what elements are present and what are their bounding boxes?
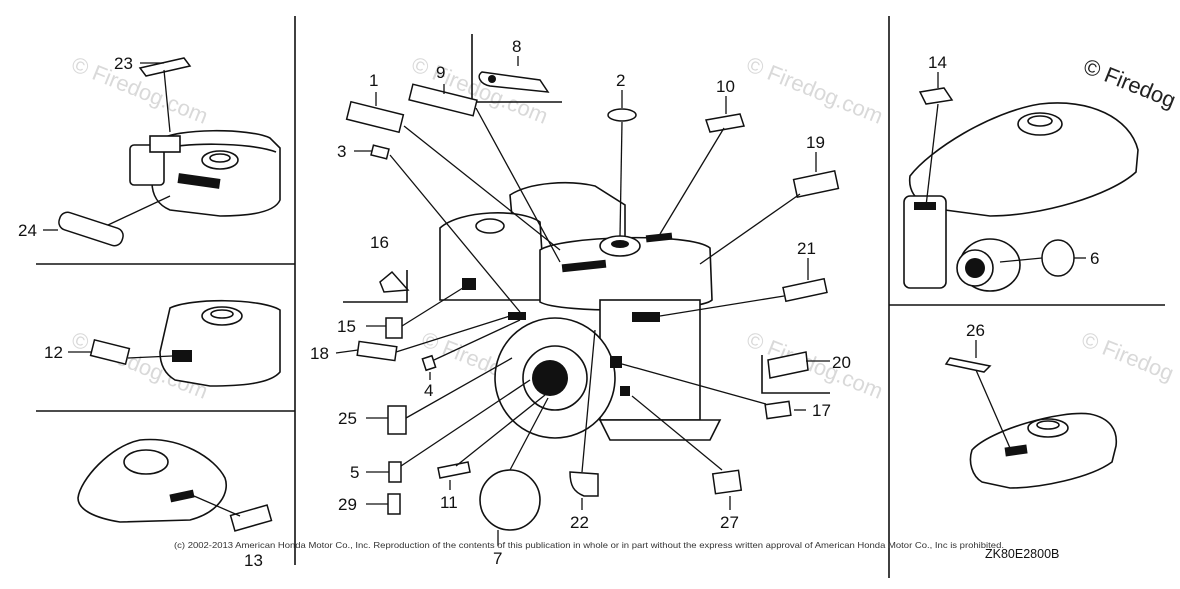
panel-frames [36, 16, 1165, 578]
label-13-shape [229, 504, 273, 532]
callout-25: 25 [338, 409, 357, 428]
callout-27: 27 [720, 513, 739, 532]
callout-26: 26 [966, 321, 985, 340]
label-4-shape [421, 354, 437, 372]
fuel-tank-bottom-right [944, 340, 1118, 489]
callout-21: 21 [797, 239, 816, 258]
label-1-shape [345, 100, 405, 134]
label-17-shape [764, 400, 792, 420]
callout-22: 22 [570, 513, 589, 532]
label-10-shape [705, 113, 745, 133]
callout-10: 10 [716, 77, 735, 96]
callout-1: 1 [369, 71, 378, 90]
label-8-shape [478, 71, 550, 93]
label-18-shape [356, 340, 398, 362]
watermark-partial: © Firedog [1078, 326, 1177, 385]
callout-4: 4 [424, 381, 433, 400]
drawing-code: ZK80E2800B [985, 547, 1059, 561]
callout-24: 24 [18, 221, 37, 240]
label-25-shape [387, 405, 407, 435]
watermark: © Firedog.com [743, 326, 886, 403]
tank-cover-bottom-left [77, 438, 273, 532]
label-21-shape [782, 277, 828, 303]
callout-14: 14 [928, 53, 947, 72]
callout-2: 2 [616, 71, 625, 90]
callout-29: 29 [338, 495, 357, 514]
callout-8: 8 [512, 37, 521, 56]
label-15-shape [385, 317, 403, 339]
fuel-tank-top-left [43, 57, 281, 247]
callout-7: 7 [493, 549, 502, 568]
label-29-shape [387, 493, 401, 515]
watermark: © Firedog.com [743, 51, 886, 128]
label-16-shape [379, 270, 410, 293]
label-22-shape [569, 471, 599, 497]
label-12-shape [89, 338, 131, 366]
center-labels [345, 71, 840, 531]
callout-9: 9 [436, 63, 445, 82]
callout-numbers: 1 2 3 4 5 6 7 8 9 10 11 12 13 14 15 16 1… [18, 37, 1099, 570]
gasket-7-shape [479, 469, 541, 531]
label-20-shape [767, 351, 809, 379]
callout-5: 5 [350, 463, 359, 482]
callout-17: 17 [812, 401, 831, 420]
callout-6: 6 [1090, 249, 1099, 268]
callout-15: 15 [337, 317, 356, 336]
label-26-shape [944, 357, 992, 373]
label-27-shape [711, 469, 743, 495]
copyright-notice: (c) 2002-2013 American Honda Motor Co., … [174, 541, 1004, 550]
callout-13: 13 [244, 551, 263, 570]
callout-18: 18 [310, 344, 329, 363]
callout-3: 3 [337, 142, 346, 161]
label-2-shape [607, 108, 637, 122]
label-24-shape [58, 211, 124, 247]
callout-23: 23 [114, 54, 133, 73]
callout-16: 16 [370, 233, 389, 252]
footer: (c) 2002-2013 American Honda Motor Co., … [174, 541, 1059, 561]
label-23-shape [138, 57, 192, 77]
label-9-shape [408, 83, 478, 117]
label-19-shape [792, 169, 840, 199]
callout-19: 19 [806, 133, 825, 152]
leader-lines [335, 56, 830, 546]
watermark: © Firedog.com [68, 51, 211, 128]
label-5-shape [388, 461, 402, 483]
label-3-shape [370, 144, 390, 160]
fuel-tank-middle-left [68, 299, 281, 387]
label-11-shape [437, 461, 471, 479]
watermark-partial: © Firedog [1080, 53, 1179, 112]
engine-assembly [439, 182, 722, 441]
fuel-tank-top-right [903, 72, 1139, 292]
label-14-shape [918, 87, 954, 105]
gasket-6-shape [1041, 239, 1075, 277]
callout-11: 11 [440, 493, 458, 512]
callout-12: 12 [44, 343, 63, 362]
callout-20: 20 [832, 353, 851, 372]
